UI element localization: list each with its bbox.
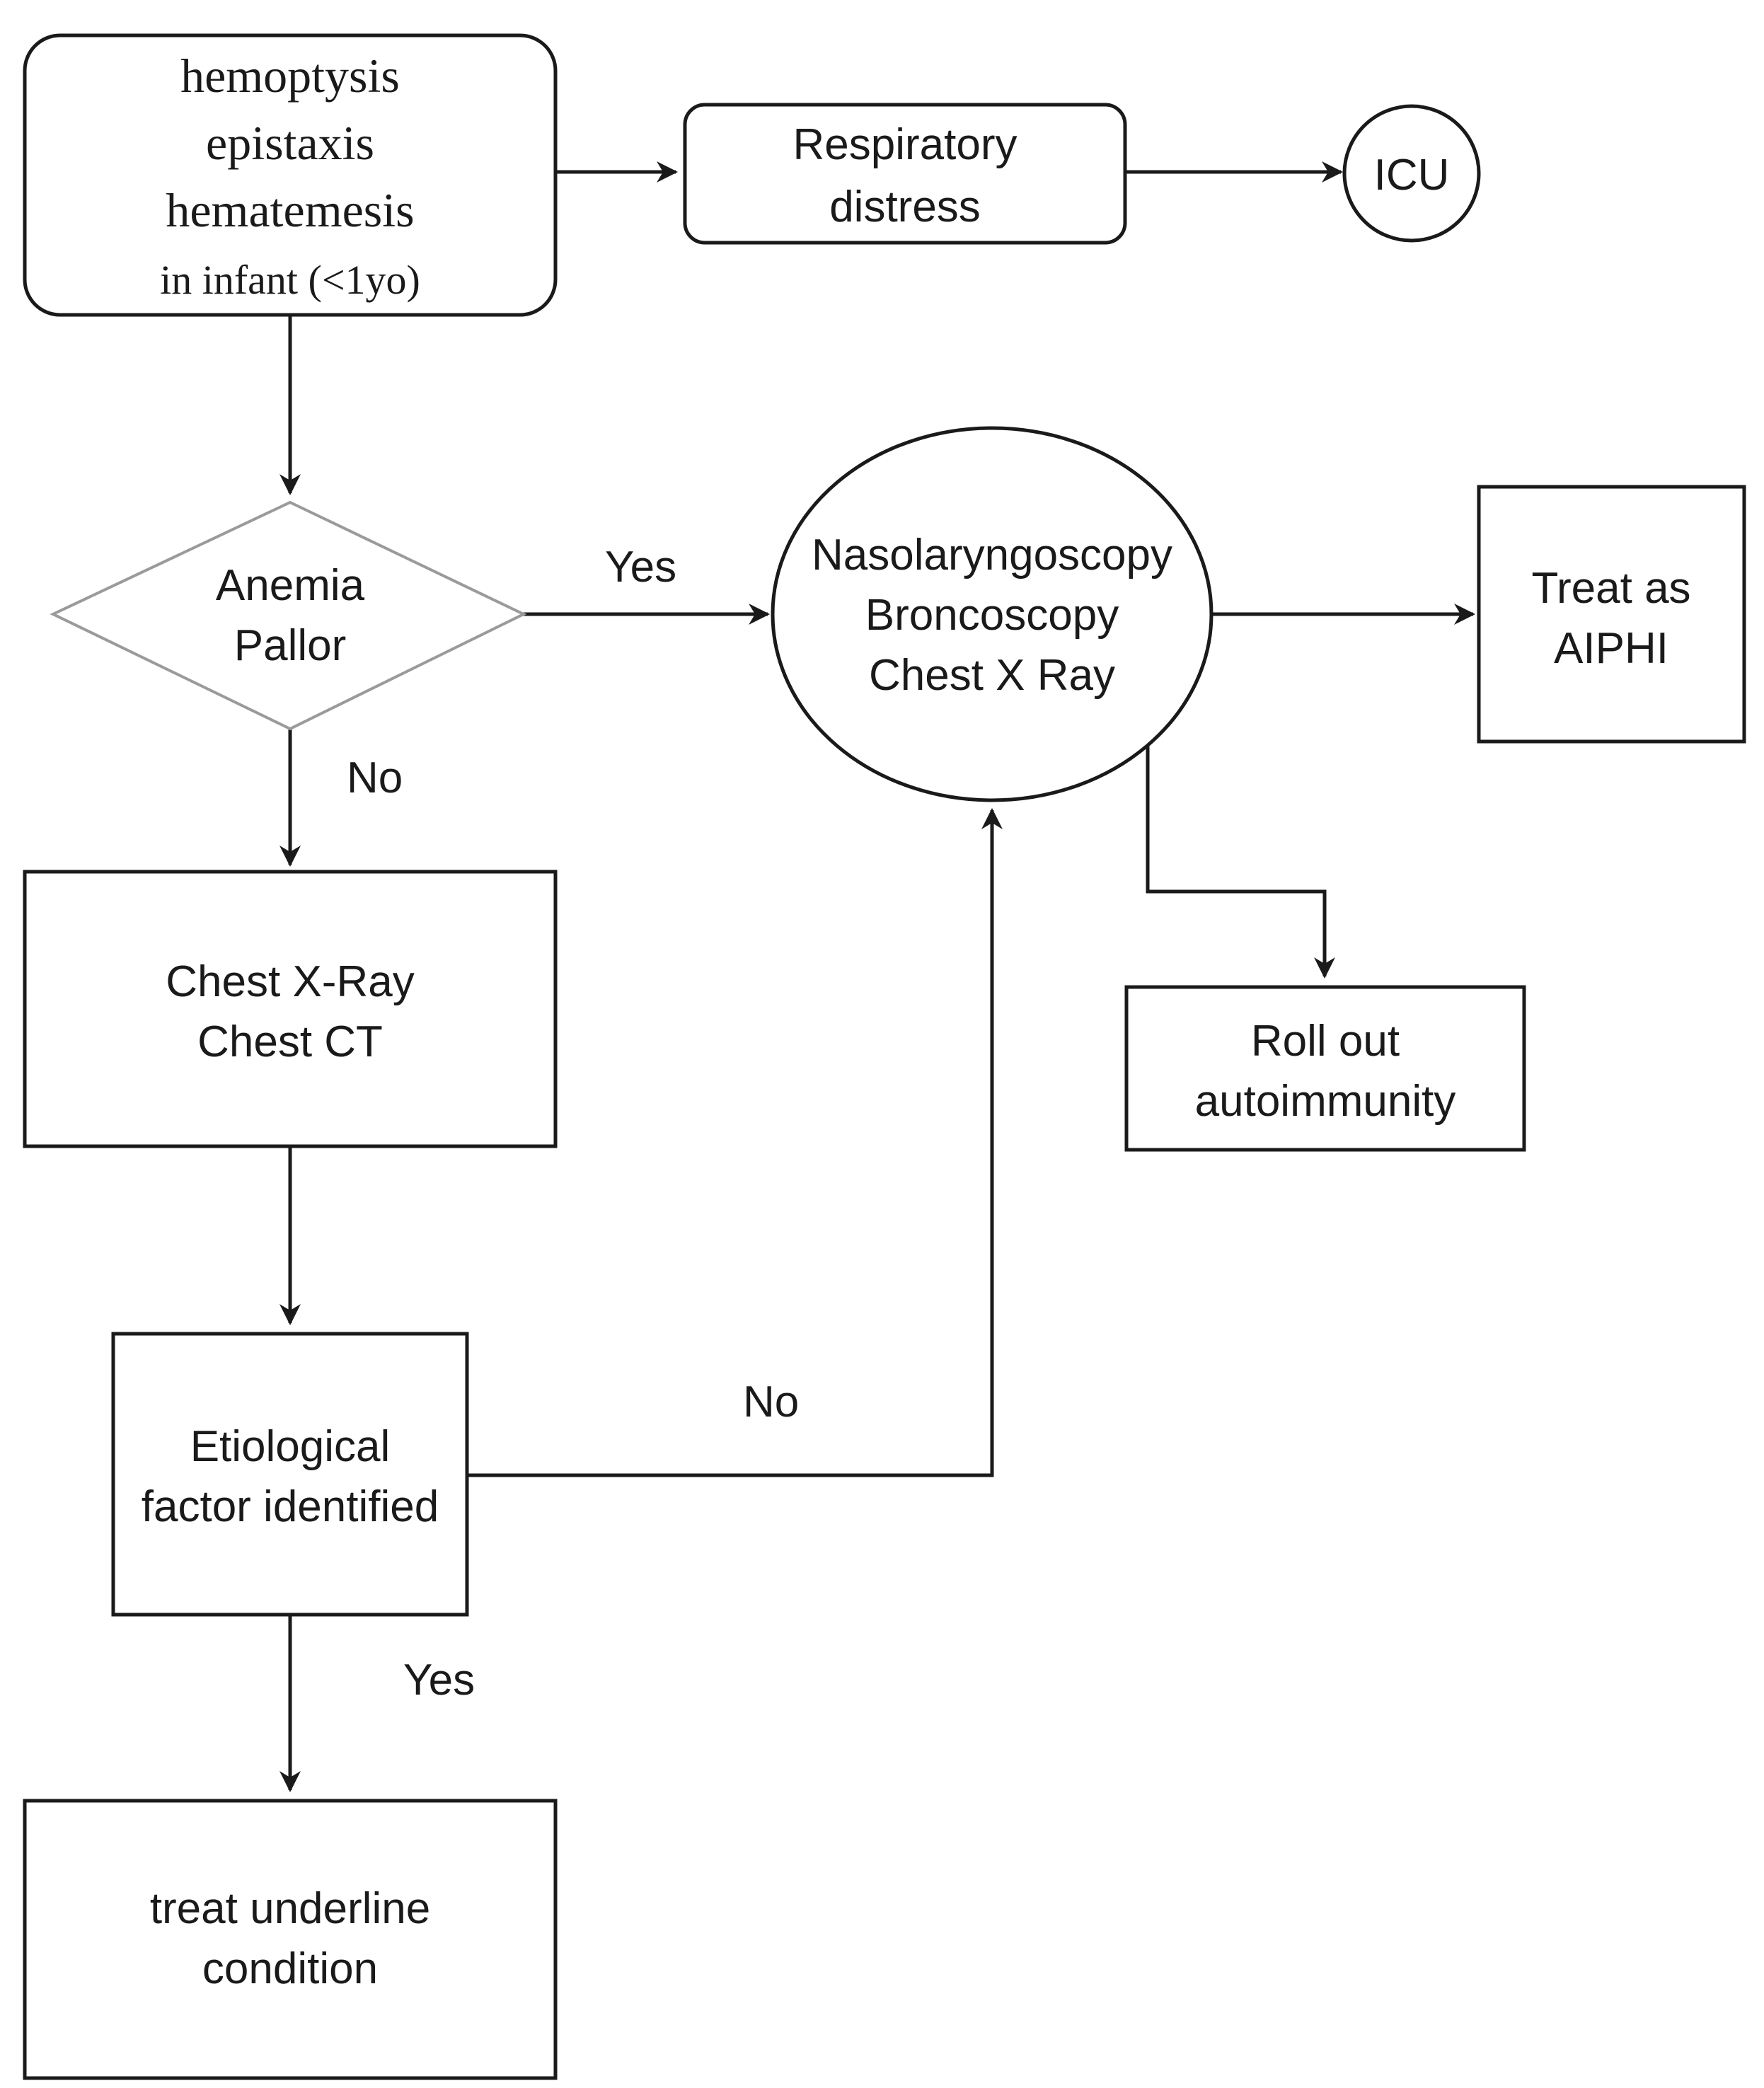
- label-anemia-yes: Yes: [605, 543, 676, 592]
- autoimmunity-line-2: autoimmunity: [1195, 1077, 1456, 1126]
- node-respiratory-distress: Respiratory distress: [683, 103, 1127, 245]
- etiology-line-2: factor identified: [142, 1482, 439, 1531]
- symptoms-line-3: hematemesis: [166, 183, 414, 237]
- symptoms-line-1: hemoptysis: [180, 49, 400, 103]
- label-etiology-no: No: [743, 1378, 799, 1426]
- node-treat-underline: treat underline condition: [23, 1799, 558, 2080]
- symptoms-line-2: epistaxis: [206, 116, 374, 170]
- node-etiology: Etiological factor identified: [111, 1332, 469, 1617]
- anemia-line-1: Anemia: [216, 561, 365, 610]
- endoscopy-line-1: Nasolaryngoscopy: [812, 531, 1172, 579]
- node-icu: ICU: [1342, 104, 1481, 243]
- node-endoscopy: Nasolaryngoscopy Broncoscopy Chest X Ray: [771, 426, 1214, 802]
- symptoms-line-4: in infant (<1yo): [160, 257, 420, 303]
- respiratory-line-1: Respiratory: [793, 120, 1018, 169]
- imaging-line-1: Chest X-Ray: [166, 957, 414, 1006]
- node-imaging: Chest X-Ray Chest CT: [23, 870, 558, 1148]
- edge-labels: Yes No No Yes: [347, 543, 799, 1705]
- node-anemia-decision: Anemia Pallor: [50, 500, 527, 731]
- edges: [279, 161, 1475, 1792]
- endoscopy-line-3: Chest X Ray: [869, 651, 1115, 700]
- node-roll-out-autoimmunity: Roll out autoimmunity: [1124, 985, 1526, 1152]
- label-anemia-no: No: [347, 754, 403, 802]
- node-treat-aiphi: Treat as AIPHI: [1477, 485, 1746, 744]
- endoscopy-line-2: Broncoscopy: [865, 591, 1119, 640]
- treat-line-2: condition: [202, 1944, 378, 1993]
- aiphi-line-1: Treat as: [1531, 564, 1690, 613]
- edge-endoscopy-autoimmunity: [1146, 746, 1335, 979]
- label-etiology-yes: Yes: [403, 1656, 475, 1705]
- respiratory-line-2: distress: [829, 183, 981, 231]
- icu-label: ICU: [1374, 151, 1450, 200]
- aiphi-line-2: AIPHI: [1554, 624, 1668, 673]
- edge-etiology-endoscopy: [467, 808, 1003, 1477]
- autoimmunity-line-1: Roll out: [1251, 1017, 1400, 1066]
- node-symptoms: hemoptysis epistaxis hematemesis in infa…: [23, 33, 558, 317]
- treat-line-1: treat underline: [150, 1884, 430, 1933]
- etiology-line-1: Etiological: [190, 1422, 391, 1471]
- anemia-line-2: Pallor: [234, 621, 347, 670]
- imaging-line-2: Chest CT: [197, 1017, 383, 1066]
